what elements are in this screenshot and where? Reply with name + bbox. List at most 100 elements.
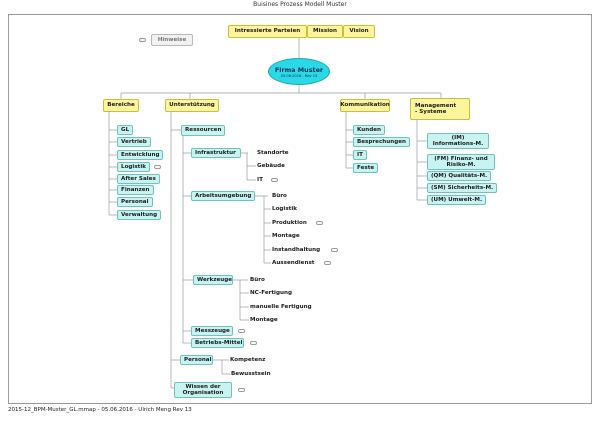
node-label: Logistik	[121, 163, 146, 170]
node-label: Personal	[121, 198, 149, 205]
note-count-badge[interactable]	[238, 329, 245, 333]
node-label: IT	[257, 177, 263, 184]
node-label: Aussendienst	[272, 260, 315, 267]
node-label: Büro	[250, 277, 265, 284]
wissen-der-organisation-node[interactable]: Wissen der Organisation	[174, 382, 232, 398]
node-label: Kompetenz	[230, 357, 266, 364]
bereich-item-entwicklung[interactable]: Entwicklung	[117, 150, 164, 160]
node-label: Kunden	[357, 126, 381, 133]
node-label: Bereiche	[107, 102, 135, 109]
kommunikation-item-besprechungen[interactable]: Besprechungen	[353, 137, 410, 147]
kommunikation-node[interactable]: Kommunikation	[340, 99, 390, 112]
bereich-item-after-sales[interactable]: After Sales	[117, 174, 160, 184]
node-label: Intressierte Parteien	[234, 28, 301, 35]
vision-node[interactable]: Vision	[343, 25, 375, 38]
arbeitsumgebung-node[interactable]: Arbeitsumgebung	[191, 191, 255, 201]
messzeuge-node[interactable]: Messzeuge	[191, 326, 233, 336]
werkzeuge-item-nc-fertigung[interactable]: NC-Fertigung	[250, 289, 292, 298]
note-count-badge[interactable]	[238, 388, 245, 392]
werkzeuge-item-montage[interactable]: Montage	[250, 316, 278, 325]
infrastruktur-node[interactable]: Infrastruktur	[191, 148, 241, 158]
node-label-line: Management	[415, 102, 457, 109]
arbeitsumgebung-item-montage[interactable]: Montage	[272, 232, 300, 241]
management-item-sm[interactable]: (SM) Sicherheits-M.	[427, 183, 498, 193]
note-count-badge[interactable]	[271, 178, 278, 182]
kommunikation-item-kunden[interactable]: Kunden	[353, 125, 385, 135]
node-label: After Sales	[121, 175, 156, 182]
mission-node[interactable]: Mission	[307, 25, 343, 38]
note-count-badge[interactable]	[250, 341, 257, 345]
bereich-item-logistik[interactable]: Logistik	[117, 162, 150, 172]
node-label: Werkzeuge	[197, 276, 233, 283]
node-label-line: Wissen der	[185, 383, 221, 390]
intressierte-parteien-node[interactable]: Intressierte Parteien	[228, 25, 307, 38]
arbeitsumgebung-item-produktion[interactable]: Produktion	[272, 219, 307, 228]
bereich-item-vertrieb[interactable]: Vertrieb	[117, 137, 151, 147]
map-frame	[8, 14, 592, 404]
management-item-qm[interactable]: (QM) Qualitäts-M.	[427, 171, 492, 181]
node-label: Personal	[184, 356, 212, 363]
node-label-line: (FM) Finanz- und	[434, 155, 488, 162]
node-label-line: Informations-M.	[432, 141, 484, 147]
bereich-item-verwaltung[interactable]: Verwaltung	[117, 210, 162, 220]
arbeitsumgebung-item-buero[interactable]: Büro	[272, 192, 287, 201]
node-label: Vision	[349, 28, 369, 35]
bereich-item-personal[interactable]: Personal	[117, 197, 153, 207]
node-label: Bewusstsein	[231, 371, 271, 378]
werkzeuge-item-buero[interactable]: Büro	[250, 276, 265, 285]
unterstuetzung-node[interactable]: Unterstützung	[165, 99, 219, 112]
node-label: Unterstützung	[169, 102, 215, 109]
personal-item-kompetenz[interactable]: Kompetenz	[230, 356, 265, 365]
hinweise-node[interactable]: Hinweise	[151, 34, 193, 46]
node-label-line: Organisation	[182, 390, 224, 396]
arbeitsumgebung-item-logistik[interactable]: Logistik	[272, 205, 297, 214]
root-subtitle: 05.06.2016 - Rev 13	[280, 73, 318, 78]
management-item-im[interactable]: (IM) Informations-M.	[427, 133, 489, 149]
kommunikation-item-it[interactable]: IT	[353, 150, 367, 160]
node-label: Verwaltung	[121, 211, 158, 218]
node-label: Mission	[313, 28, 337, 35]
management-item-um[interactable]: (UM) Umwelt-M.	[427, 195, 487, 205]
node-label-group: (FM) Finanz- und Risiko-M.	[431, 156, 491, 169]
arbeitsumgebung-item-aussendienst[interactable]: Aussendienst	[272, 259, 314, 268]
note-count-badge[interactable]	[154, 165, 161, 169]
infrastruktur-item-it[interactable]: IT	[257, 176, 263, 185]
node-label: Arbeitsumgebung	[195, 192, 252, 199]
kommunikation-item-feste[interactable]: Feste	[353, 163, 379, 173]
node-label-line: - Systeme	[415, 109, 447, 115]
node-label: Büro	[272, 193, 287, 200]
werkzeuge-item-manuelle-fertigung[interactable]: manuelle Fertigung	[250, 303, 312, 312]
node-label: Montage	[272, 233, 300, 240]
node-label-line: Risiko-M.	[446, 162, 476, 168]
bereich-item-finanzen[interactable]: Finanzen	[117, 185, 154, 195]
personal-item-bewusstsein[interactable]: Bewusstsein	[231, 370, 271, 379]
betriebsmittel-node[interactable]: Betriebs-Mittel	[191, 338, 244, 348]
root-node-firma-muster[interactable]: Firma Muster 05.06.2016 - Rev 13	[268, 58, 330, 85]
infrastruktur-item-standorte[interactable]: Standorte	[257, 149, 289, 158]
node-label: GL	[121, 126, 130, 133]
bereiche-node[interactable]: Bereiche	[103, 99, 139, 112]
werkzeuge-node[interactable]: Werkzeuge	[193, 275, 233, 285]
arbeitsumgebung-item-instandhaltung[interactable]: Instandhaltung	[272, 246, 320, 255]
note-count-badge[interactable]	[316, 221, 323, 225]
note-count-badge[interactable]	[324, 261, 331, 265]
infrastruktur-item-gebaeude[interactable]: Gebäude	[257, 162, 285, 171]
node-label-line: (IM)	[451, 134, 465, 141]
management-item-fm[interactable]: (FM) Finanz- und Risiko-M.	[427, 154, 495, 170]
personal-node[interactable]: Personal	[180, 355, 213, 365]
node-label: IT	[357, 151, 363, 158]
bereich-item-gl[interactable]: GL	[117, 125, 134, 135]
note-count-badge[interactable]	[139, 38, 146, 42]
node-label: (UM) Umwelt-M.	[431, 196, 483, 203]
node-label: NC-Fertigung	[250, 290, 292, 297]
note-count-badge[interactable]	[331, 248, 338, 252]
node-label-group: (IM) Informations-M.	[431, 135, 485, 148]
node-label: Besprechungen	[357, 138, 406, 145]
management-systeme-node[interactable]: Management - Systeme	[410, 98, 470, 120]
ressourcen-node[interactable]: Ressourcen	[181, 125, 226, 136]
node-label: Betriebs-Mittel	[195, 339, 243, 346]
node-label: Standorte	[257, 150, 289, 157]
node-label: manuelle Fertigung	[250, 304, 312, 311]
node-label: Montage	[250, 317, 278, 324]
